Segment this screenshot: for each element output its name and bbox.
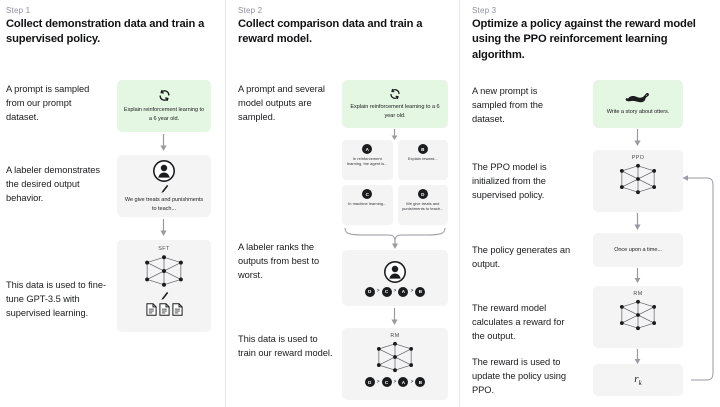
step-2-arrow-2 [390, 308, 399, 326]
step-1-prompt-text: Explain reinforcement learning to a 6 ye… [123, 107, 205, 122]
step-3-column: Step 3 Optimize a policy against the rew… [459, 0, 720, 407]
rank-separator: > [410, 378, 414, 385]
rank-separator: > [393, 288, 397, 294]
step-2-labeler-card[interactable]: D > C > A > B [342, 250, 448, 306]
step-1-note-2: A labeler demonstrates the desired outpu… [6, 165, 100, 204]
step-1-note-3: This data is used to fine-tune GPT-3.5 w… [6, 280, 106, 319]
step-3-arrow-3 [633, 268, 642, 284]
output-text-b: Explain reward... [407, 156, 438, 161]
rank-badge-3: A [398, 286, 409, 297]
step-3-ppo-tag: PPO [631, 155, 645, 161]
document-icon [145, 303, 157, 316]
step-2-rm-tag: RM [390, 333, 400, 339]
step-3-arrow-2 [633, 213, 642, 231]
step-2-title: Collect comparison data and train a rewa… [238, 18, 423, 46]
step-1-arrow-1 [159, 134, 168, 152]
step-2-arrow-1 [390, 129, 399, 141]
step-3-prompt-card[interactable]: Write a story about otters. [593, 80, 683, 128]
step-2-label: Step 2 [238, 6, 263, 15]
output-badge-c: C [362, 189, 373, 199]
reward-symbol-base: r [634, 372, 639, 385]
step-1-label: Step 1 [6, 6, 31, 15]
output-card-d[interactable]: D We give treats and punishments to teac… [397, 185, 448, 225]
output-badge-a: A [362, 144, 373, 154]
neural-network-icon [616, 298, 660, 332]
refresh-cycle-icon [158, 89, 171, 102]
rank-separator: > [393, 378, 397, 385]
step-3-reward-card[interactable]: rk [593, 364, 683, 396]
output-text-c: In machine learning... [348, 201, 387, 206]
output-card-c[interactable]: C In machine learning... [342, 185, 393, 225]
step-3-ppo-card[interactable]: PPO [593, 150, 683, 212]
step-1-column: Step 1 Collect demonstration data and tr… [0, 0, 225, 407]
step-1-labeler-text: We give treats and punishments to teach.… [124, 197, 204, 212]
rank-separator: > [376, 378, 380, 385]
rank-badge-4: B [415, 286, 426, 297]
step-2-rm-ranking: D > C > A > B [364, 377, 426, 387]
neural-network-icon [616, 162, 660, 196]
step-1-sft-card[interactable]: SFT [117, 240, 211, 332]
otter-icon [625, 91, 651, 104]
pencil-icon [160, 184, 169, 194]
step-1-sft-tag: SFT [158, 246, 170, 252]
step-3-note-4: The reward model calculates a reward for… [472, 303, 565, 342]
step-3-note-3: The policy generates an output. [472, 245, 571, 270]
pencil-icon [160, 291, 169, 301]
step-2-note-3: This data is used to train our reward mo… [238, 334, 333, 359]
document-stack [145, 303, 183, 316]
output-card-b[interactable]: B Explain reward... [397, 140, 448, 180]
rank-separator: > [410, 288, 414, 294]
step-2-column: Step 2 Collect comparison data and train… [225, 0, 459, 407]
neural-network-icon [373, 340, 417, 374]
step-2-note-1: A prompt and several model outputs are s… [238, 84, 325, 123]
rank-badge-1: D [364, 286, 375, 297]
step-2-prompt-text: Explain reinforcement learning to a 6 ye… [350, 104, 440, 119]
document-icon [158, 303, 170, 316]
rank-badge-3: A [398, 377, 409, 387]
step-3-prompt-text: Write a story about otters. [606, 109, 670, 116]
step-2-prompt-card[interactable]: Explain reinforcement learning to a 6 ye… [342, 80, 448, 128]
output-text-a: In reinforcement learning, the agent is.… [347, 156, 388, 167]
step-2-merge-brace [342, 226, 448, 250]
step-2-note-2: A labeler ranks the outputs from best to… [238, 242, 320, 281]
reward-symbol: rk [634, 373, 641, 387]
step-3-output-text: Once upon a time... [614, 246, 662, 253]
step-1-arrow-2 [159, 219, 168, 237]
step-2-rm-card[interactable]: RM D > C > A > [342, 328, 448, 400]
refresh-cycle-icon [389, 88, 401, 100]
labeler-person-icon [383, 260, 407, 284]
step-3-title: Optimize a policy against the reward mod… [472, 18, 696, 61]
step-3-output-card[interactable]: Once upon a time... [593, 233, 683, 267]
output-card-a[interactable]: A In reinforcement learning, the agent i… [342, 140, 393, 180]
output-badge-b: B [417, 144, 428, 154]
rank-badge-1: D [364, 377, 375, 387]
rank-badge-2: C [381, 286, 392, 297]
rank-separator: > [376, 288, 380, 294]
document-icon [171, 303, 183, 316]
step-3-note-1: A new prompt is sampled from the dataset… [472, 86, 544, 125]
step-2-outputs-grid: A In reinforcement learning, the agent i… [342, 140, 448, 225]
output-text-d: We give treats and punishments to teach.… [402, 201, 444, 212]
ppo-feedback-loop-arrow [681, 160, 717, 385]
rank-badge-4: B [415, 377, 426, 387]
output-badge-d: D [417, 189, 428, 199]
step-1-labeler-card[interactable]: We give treats and punishments to teach.… [117, 155, 211, 217]
step-3-note-2: The PPO model is initialized from the su… [472, 162, 547, 201]
step-1-prompt-card[interactable]: Explain reinforcement learning to a 6 ye… [117, 80, 211, 132]
step-3-rm-tag: RM [633, 291, 643, 297]
labeler-person-icon [152, 159, 176, 183]
step-3-label: Step 3 [472, 6, 497, 15]
step-1-title: Collect demonstration data and train a s… [6, 18, 205, 46]
step-2-labeler-ranking: D > C > A > B [364, 286, 426, 297]
step-3-arrow-1 [633, 129, 642, 147]
step-3-note-5: The reward is used to update the policy … [472, 357, 566, 396]
step-3-reward-model-card[interactable]: RM [593, 286, 683, 348]
step-3-arrow-4 [633, 349, 642, 365]
neural-network-icon [141, 253, 187, 289]
step-1-note-1: A prompt is sampled from our prompt data… [6, 84, 90, 123]
rank-badge-2: C [381, 377, 392, 387]
reward-symbol-subscript: k [638, 379, 642, 388]
